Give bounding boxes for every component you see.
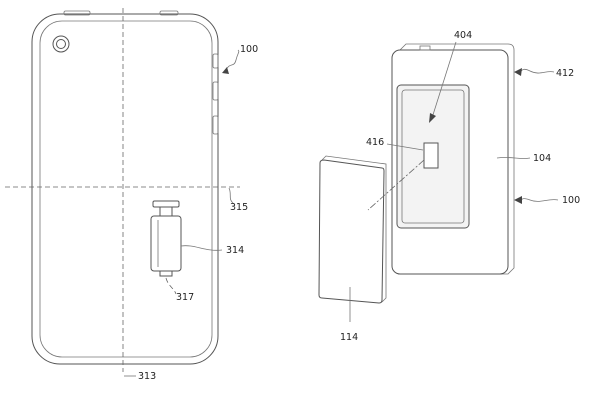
- phone-inner-outline: [39, 20, 213, 358]
- leader-317: [165, 277, 177, 295]
- volume-up-button: [212, 81, 219, 101]
- label-114: 114: [340, 332, 358, 343]
- leader-315: [228, 187, 234, 204]
- component-cap: [152, 200, 180, 208]
- leader-100-right: [518, 198, 559, 202]
- label-404: 404: [454, 30, 472, 41]
- left-callouts: 100 315 314 317 313: [124, 44, 258, 382]
- side-switch: [212, 53, 219, 69]
- leader-104: [496, 157, 531, 159]
- window-inner: [401, 89, 465, 224]
- chip-416: [423, 142, 439, 169]
- component-foot: [159, 270, 173, 277]
- panel-114-depth: [321, 155, 387, 303]
- camera-ring-icon: [52, 35, 70, 53]
- panel-114: [318, 159, 385, 304]
- leader-100-left: [225, 49, 240, 71]
- label-104: 104: [533, 153, 551, 164]
- leader-404: [431, 41, 457, 119]
- top-button: [63, 10, 91, 16]
- label-412: 412: [556, 68, 574, 79]
- label-314: 314: [226, 245, 244, 256]
- volume-down-button: [212, 115, 219, 135]
- panel-depth-edge: [398, 43, 515, 275]
- leader-314: [180, 245, 223, 251]
- arrow-head-100-right: [514, 196, 522, 204]
- component-neck: [159, 206, 173, 217]
- arrow-head-404: [429, 113, 436, 123]
- label-313: 313: [138, 371, 156, 382]
- label-100-right: 100: [562, 195, 580, 206]
- phone-outer-outline: [31, 13, 219, 365]
- phone-rear-view: [5, 8, 240, 372]
- leader-416: [386, 143, 424, 151]
- leader-412: [517, 68, 555, 74]
- label-100-left: 100: [240, 44, 258, 55]
- label-416: 416: [366, 137, 384, 148]
- label-315: 315: [230, 202, 248, 213]
- label-317: 317: [176, 292, 194, 303]
- panel-notch: [419, 45, 431, 51]
- arrow-head-412: [514, 68, 522, 76]
- component-314: [150, 200, 182, 277]
- arrow-head-100-left: [222, 67, 229, 74]
- sleep-button: [159, 10, 179, 16]
- camera-lens-icon: [56, 39, 66, 49]
- projection-line: [367, 159, 425, 211]
- phone-exploded-view: [318, 43, 515, 304]
- component-body: [150, 215, 182, 272]
- right-callouts: 404 412 416 104 100 114: [340, 30, 580, 343]
